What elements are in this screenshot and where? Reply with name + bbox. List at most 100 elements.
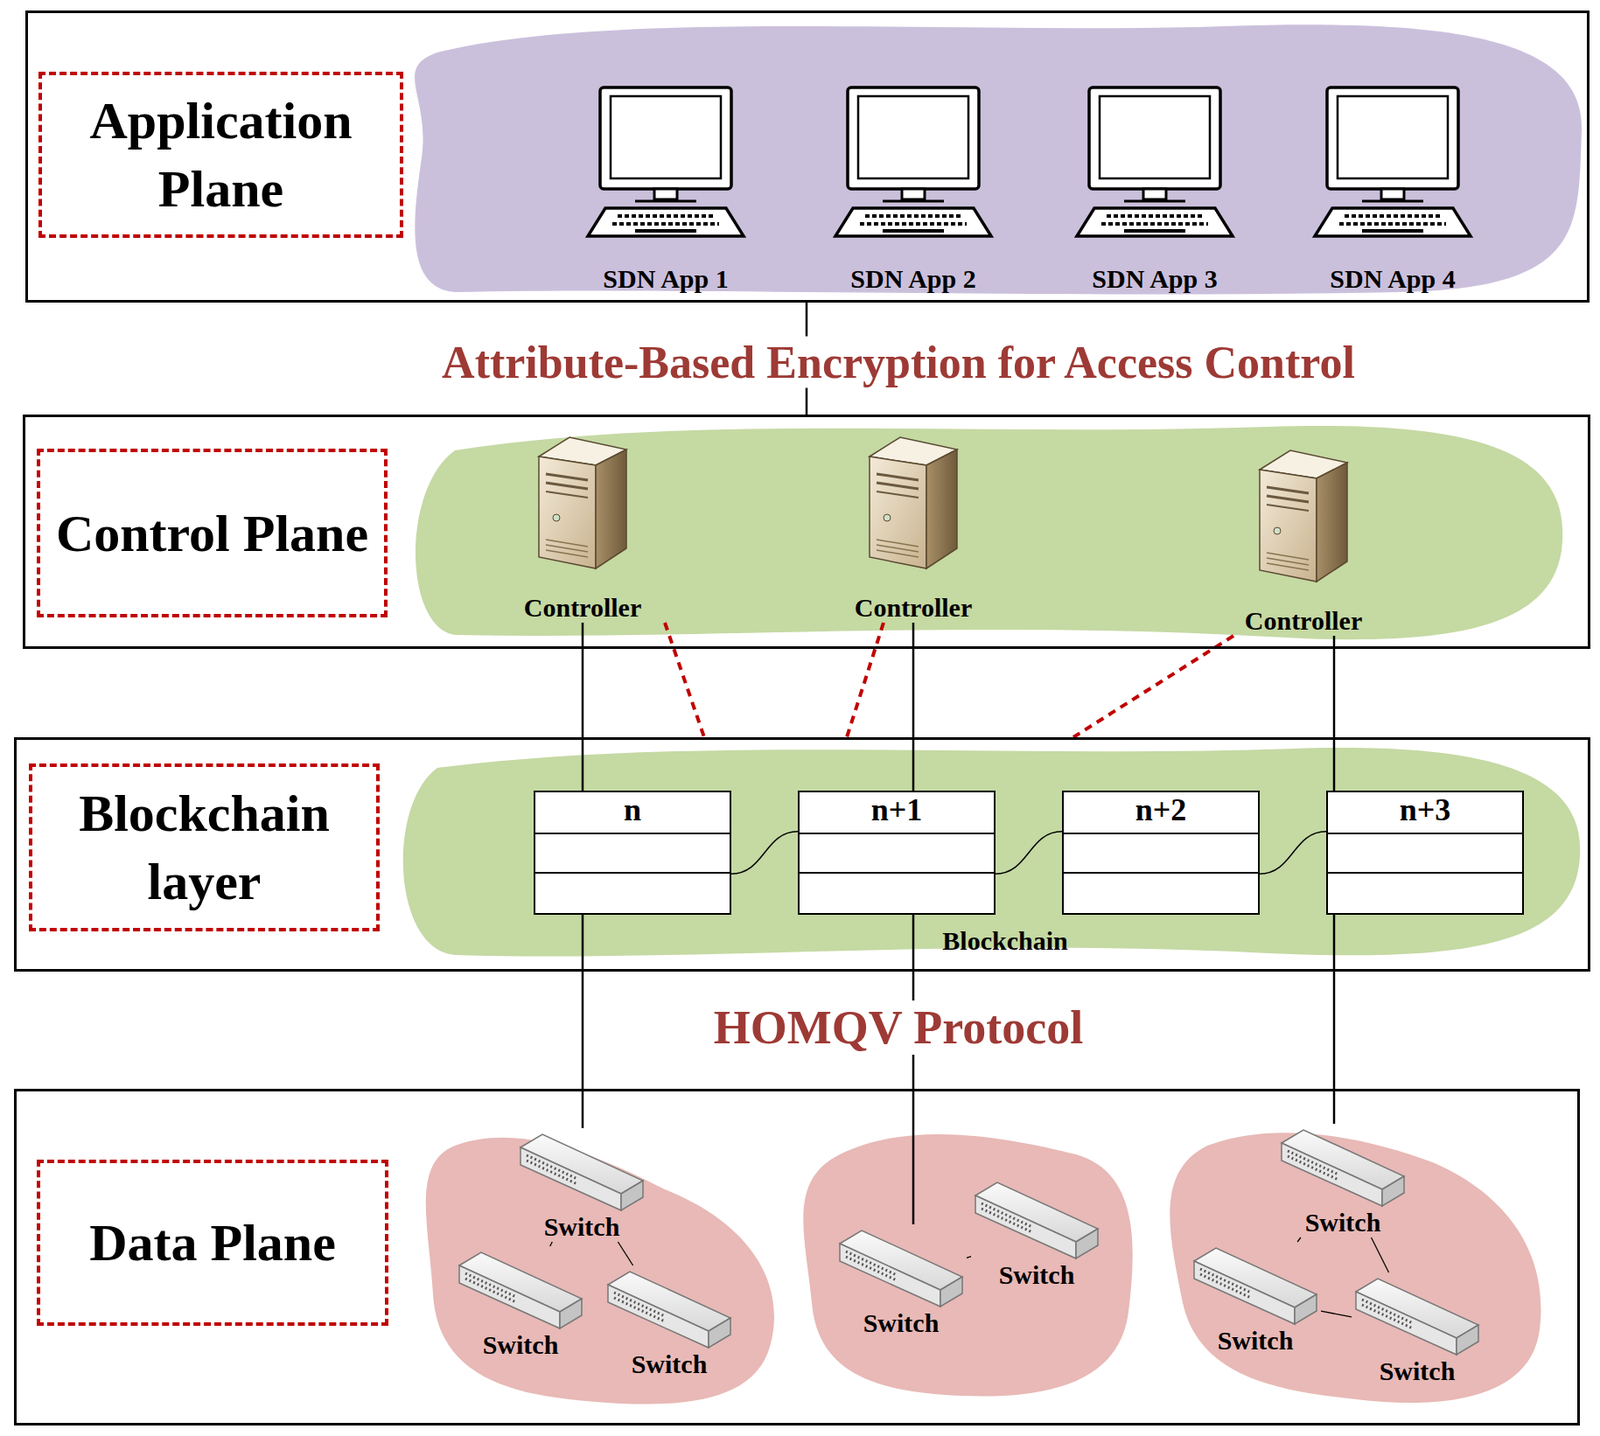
network-switch: Switch	[835, 1224, 967, 1339]
plane-title: Blockchain layer	[32, 779, 377, 916]
network-switch: Switch	[516, 1128, 648, 1243]
switch-icon	[1277, 1125, 1409, 1209]
plane-title: Application Plane	[41, 86, 400, 224]
connector-line	[1297, 1237, 1301, 1243]
switch-icon-shape	[520, 1134, 643, 1211]
server-icon-shape	[538, 437, 627, 569]
node-label: Switch	[1351, 1356, 1483, 1387]
switch-icon-shape	[607, 1271, 731, 1349]
connector-line	[1333, 635, 1336, 791]
node-label: Switch	[1189, 1326, 1321, 1356]
switch-icon	[454, 1248, 587, 1332]
switch-icon	[971, 1178, 1103, 1262]
computer-icon-shape	[835, 87, 992, 237]
network-switch: Switch	[1351, 1272, 1483, 1387]
server-icon-shape	[1259, 450, 1348, 582]
connector-line	[581, 915, 585, 1129]
network-switch: Switch	[603, 1265, 735, 1380]
connector-line	[912, 915, 916, 1225]
switch-cloud	[803, 1134, 1132, 1398]
chain-block: n+2	[1062, 790, 1260, 916]
network-switch: Switch	[1277, 1124, 1409, 1238]
chain-link	[731, 831, 798, 874]
chain-link	[995, 831, 1063, 874]
computer-icon	[830, 85, 997, 239]
computer-icon	[1071, 85, 1238, 239]
node-label: Controller	[1215, 606, 1391, 636]
plane-band: ControllerControllerControllerControl Pl…	[22, 414, 1591, 650]
switch-icon-shape	[1355, 1278, 1479, 1356]
switch-icon-shape	[975, 1182, 1098, 1259]
switch-icon	[835, 1226, 967, 1310]
switch-icon-shape	[459, 1252, 582, 1329]
plane-title: Data Plane	[89, 1208, 336, 1278]
plane-title: Control Plane	[55, 499, 369, 568]
block-row-line	[1327, 832, 1523, 835]
dashed-link	[664, 622, 705, 738]
block-index: n+3	[1327, 792, 1523, 832]
network-switch: Switch	[971, 1176, 1103, 1291]
computer-icon-shape	[587, 87, 744, 237]
switch-icon	[1351, 1274, 1483, 1358]
computer-icon-shape	[1314, 87, 1471, 237]
block-row-line	[799, 832, 994, 835]
node-label: Switch	[971, 1260, 1103, 1291]
computer-icon	[1309, 85, 1476, 239]
plane-band: n n+1 n+2 n+3 Blockchain layer	[13, 737, 1591, 972]
switch-icon-shape	[1194, 1248, 1317, 1325]
connector-line	[617, 1242, 633, 1266]
switch-icon-shape	[1281, 1130, 1405, 1207]
chain-block: n+1	[797, 790, 996, 916]
block-index: n+1	[799, 792, 994, 832]
node-label: Switch	[454, 1330, 587, 1361]
node-label: Controller	[825, 593, 1001, 623]
block-row-line	[1063, 832, 1258, 835]
node-label: Switch	[603, 1349, 735, 1380]
server-icon	[860, 430, 966, 571]
switch-icon	[603, 1267, 735, 1351]
chain-block: n+3	[1326, 790, 1524, 916]
connector-line	[1371, 1237, 1390, 1273]
app-terminal: SDN App 3	[1058, 83, 1251, 294]
connector-line	[966, 1257, 972, 1259]
plane-band: SwitchSwitchSwitchSwitchSwitchSwitchSwit…	[13, 1089, 1580, 1426]
dashed-link	[1073, 635, 1234, 738]
app-terminal: SDN App 2	[817, 83, 1010, 294]
controller-server: Controller	[825, 428, 1001, 623]
node-label: SDN App 3	[1058, 264, 1251, 294]
block-row-line	[535, 872, 730, 874]
block-index: n+2	[1063, 792, 1258, 832]
blockchain-cloud	[403, 747, 1581, 957]
app-terminal: SDN App 1	[569, 83, 762, 294]
server-icon-shape	[869, 437, 958, 569]
plane-band: SDN App 1 SDN App 2 SDN App 3 SDN App 4 Appl…	[25, 10, 1590, 303]
network-switch: Switch	[454, 1246, 587, 1361]
connector-line	[1333, 915, 1336, 1125]
chain-block: n	[533, 790, 732, 916]
connector-line	[1320, 1311, 1352, 1318]
block-row-line	[535, 832, 730, 835]
block-row-line	[1063, 872, 1258, 874]
node-label: SDN App 1	[569, 264, 762, 294]
control-cloud	[415, 426, 1563, 640]
node-label: Switch	[516, 1212, 648, 1243]
app-terminal: SDN App 4	[1296, 83, 1489, 294]
server-icon	[1250, 443, 1356, 584]
plane-title-box: Blockchain layer	[28, 763, 380, 932]
plane-title-box: Application Plane	[38, 71, 404, 238]
server-icon	[530, 430, 636, 571]
switch-icon	[1189, 1243, 1321, 1328]
dashed-link	[846, 622, 884, 738]
controller-server: Controller	[495, 428, 671, 623]
network-switch: Switch	[1189, 1242, 1321, 1356]
plane-title-box: Control Plane	[36, 448, 388, 618]
block-row-line	[799, 872, 994, 874]
switch-icon-shape	[839, 1230, 963, 1307]
app-cloud	[414, 24, 1582, 294]
controller-server: Controller	[1215, 441, 1391, 636]
node-label: SDN App 4	[1296, 264, 1489, 294]
computer-icon-shape	[1076, 87, 1233, 237]
layer-caption: Blockchain	[936, 926, 1073, 957]
node-label: Switch	[835, 1308, 967, 1339]
